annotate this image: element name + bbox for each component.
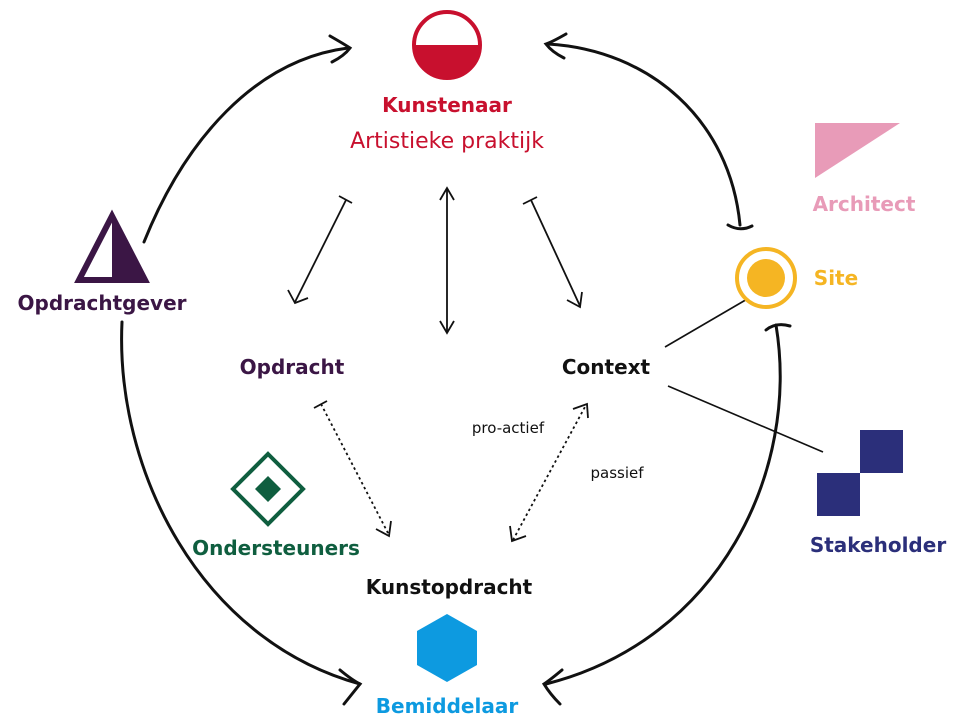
node-context: Context	[562, 355, 651, 379]
ondersteuners-label: Ondersteuners	[192, 536, 360, 560]
arc-site-end-bar	[726, 223, 754, 231]
arrow-vertical-top-head	[439, 186, 455, 201]
kunstenaar-subtitle: Artistieke praktijk	[350, 129, 544, 154]
arc-arrow-head-bottom-left	[338, 668, 363, 706]
node-kunstopdracht: Kunstopdracht	[366, 575, 533, 599]
arrow-opdracht-kunstopdracht-tee	[313, 400, 328, 409]
node-opdracht: Opdracht	[240, 355, 345, 379]
arc-arrow-head-top-left	[328, 34, 353, 64]
architect-label: Architect	[813, 192, 916, 216]
arrow-kunstopdracht-head	[509, 525, 527, 543]
arrow-context-head	[572, 402, 589, 419]
arc-arrow-head-top-right	[543, 32, 568, 60]
diamond-icon	[230, 451, 306, 527]
arrow-kunstenaar-opdracht	[294, 199, 347, 303]
target-circle-icon	[735, 247, 797, 309]
inner-arrows	[287, 186, 824, 543]
hexagon-icon	[417, 614, 477, 682]
bemiddelaar-label: Bemiddelaar	[376, 694, 519, 718]
arc-site-bottom-bar	[764, 323, 792, 332]
arrow-kunstenaar-opdracht-tee	[338, 195, 353, 204]
kunstenaar-title: Kunstenaar	[382, 93, 512, 117]
arc-opdrachtgever-to-kunstenaar	[142, 46, 350, 244]
stakeholder-label: Stakeholder	[810, 533, 947, 557]
arrow-kunstenaar-context-tee	[522, 196, 538, 205]
line-context-stakeholder	[667, 385, 824, 453]
arc-opdrachtgever-to-bemiddelaar	[120, 320, 362, 686]
annotation-proactief: pro-actief	[472, 419, 545, 437]
line-context-site	[664, 297, 750, 348]
checker-squares-icon	[817, 430, 903, 516]
arrow-opdracht-kunstopdracht-head	[375, 520, 392, 538]
annotation-passief: passief	[590, 464, 644, 482]
outer-cycle	[120, 32, 792, 706]
arrow-context-kunstopdracht	[512, 404, 587, 541]
arrow-opdracht-kunstopdracht	[320, 403, 390, 536]
arc-site-to-bemiddelaar	[544, 323, 782, 686]
arrow-kunstenaar-context	[530, 199, 581, 307]
triangle-icon	[74, 209, 150, 283]
arrow-vertical-bottom-head	[439, 320, 455, 335]
arrow-kunstenaar-opdracht-head	[287, 289, 309, 305]
arrow-kunstenaar-context-head	[566, 291, 583, 309]
opdrachtgever-label: Opdrachtgever	[18, 291, 187, 315]
arc-arrow-head-bottom-right	[541, 668, 564, 706]
half-circle-icon	[412, 10, 482, 80]
pink-triangle-icon	[815, 123, 900, 178]
arc-kunstenaar-to-site	[546, 42, 742, 227]
site-label: Site	[814, 266, 858, 290]
